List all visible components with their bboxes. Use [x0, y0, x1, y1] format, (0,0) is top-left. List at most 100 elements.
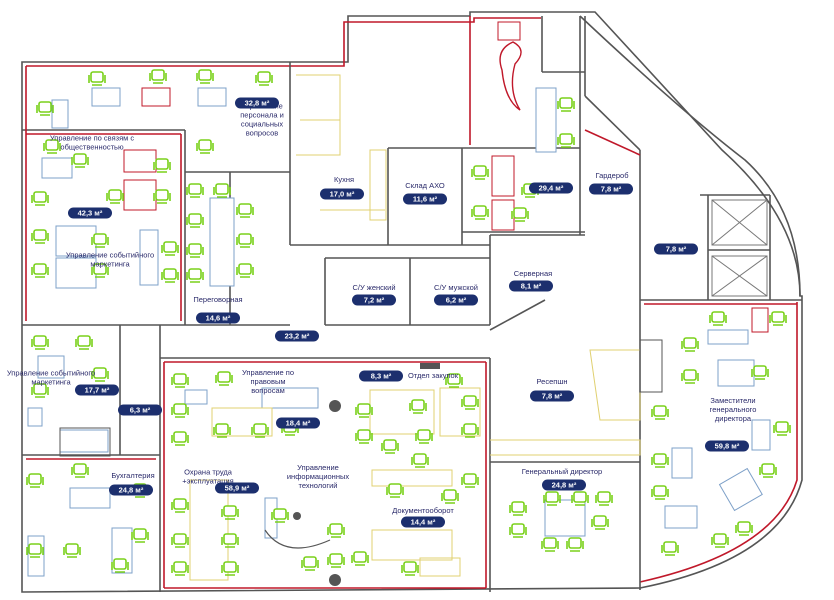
chair-icon [111, 558, 129, 573]
chair-icon [595, 491, 613, 506]
chair-icon [131, 528, 149, 543]
chair-icon [106, 189, 124, 204]
svg-text:11,6 м²: 11,6 м² [413, 195, 438, 204]
chair-icon [541, 537, 559, 552]
svg-text:7,8 м²: 7,8 м² [542, 392, 563, 401]
chair-icon [31, 229, 49, 244]
svg-text:17,7 м²: 17,7 м² [85, 386, 110, 395]
chair-icon [301, 556, 319, 571]
chair-icon [591, 515, 609, 530]
chair-icon [255, 71, 273, 86]
area-badge-r17: 8,3 м² [359, 370, 403, 382]
chair-icon [461, 395, 479, 410]
chair-icon [471, 165, 489, 180]
misc-furniture [59, 21, 663, 586]
chair-icon [213, 423, 231, 438]
chair-icon [221, 505, 239, 520]
chair-icon [196, 69, 214, 84]
chair-icon [196, 139, 214, 154]
chair-icon [709, 311, 727, 326]
chair-icon [461, 423, 479, 438]
chair-icon [681, 337, 699, 352]
chair-icon [186, 268, 204, 283]
chair-icon [401, 561, 419, 576]
area-badge-r07: 29,4 м² [529, 182, 573, 194]
area-badge-r02: 42,3 м² [68, 207, 112, 219]
outer-wall-red-right [639, 302, 798, 583]
chair-icon [63, 543, 81, 558]
area-badge-r11: 6,2 м² [434, 294, 478, 306]
room-name-r23: Документооборот [392, 506, 454, 515]
chair-icon [171, 373, 189, 388]
curved-wall [579, 15, 801, 297]
room-name-r05: Кухня [334, 175, 354, 184]
area-badge-r15: 6,3 м² [118, 404, 162, 416]
svg-text:24,8 м²: 24,8 м² [552, 481, 577, 490]
chair-icon [31, 335, 49, 350]
chair-icon [91, 263, 109, 278]
room-name-r11: С/У мужской [434, 283, 478, 292]
chair-icon [351, 551, 369, 566]
area-badge-r06: 11,6 м² [403, 193, 447, 205]
chair-icon [681, 369, 699, 384]
chair-icon [355, 429, 373, 444]
svg-text:32,8 м²: 32,8 м² [245, 99, 270, 108]
chair-icon [471, 205, 489, 220]
chair-icon [557, 133, 575, 148]
chair-icon [327, 553, 345, 568]
area-badge-r13: 23,2 м² [275, 330, 319, 342]
chair-icon [186, 213, 204, 228]
svg-text:8,3 м²: 8,3 м² [371, 372, 392, 381]
chair-icon [161, 241, 179, 256]
area-badge-r21: 58,9 м² [215, 482, 259, 494]
chair-icon [651, 453, 669, 468]
chair-icon [355, 403, 373, 418]
svg-text:17,0 м²: 17,0 м² [330, 190, 355, 199]
room-name-r21: Охрана труда+эксплуатация [182, 468, 234, 486]
chair-icon [409, 399, 427, 414]
chair-icon [153, 158, 171, 173]
chair-icon [186, 243, 204, 258]
svg-text:7,8 м²: 7,8 м² [601, 185, 622, 194]
chair-icon [215, 371, 233, 386]
svg-text:14,6 м²: 14,6 м² [206, 314, 231, 323]
room-name-r06: Склад АХО [405, 181, 445, 190]
svg-text:6,2 м²: 6,2 м² [446, 296, 467, 305]
room-name-r20: Бухгалтерия [111, 471, 154, 480]
area-badge-r09: 7,8 м² [654, 243, 698, 255]
chair-icon [441, 489, 459, 504]
chair-icon [31, 263, 49, 278]
chair-icon [88, 71, 106, 86]
area-badge-r18: 7,8 м² [530, 390, 574, 402]
chair-icon [411, 453, 429, 468]
chair-icon [91, 367, 109, 382]
chair-icon [661, 541, 679, 556]
room-name-r24: Генеральный директор [522, 467, 602, 476]
chair-icon [327, 523, 345, 538]
area-badge-r12: 8,1 м² [509, 280, 553, 292]
chair-icon [251, 423, 269, 438]
chair-icon [26, 473, 44, 488]
area-badge-r23: 14,4 м² [401, 516, 445, 528]
room-name-r18: Ресепшн [537, 377, 568, 386]
area-badge-r05: 17,0 м² [320, 188, 364, 200]
chair-icon [186, 183, 204, 198]
area-badge-r01: 32,8 м² [235, 97, 279, 109]
chair-icon [91, 233, 109, 248]
area-badge-r19: 59,8 м² [705, 440, 749, 452]
chair-icon [509, 501, 527, 516]
chair-icon [381, 439, 399, 454]
chair-icon [153, 189, 171, 204]
chair-icon [571, 491, 589, 506]
chair-icon [31, 191, 49, 206]
chair-icon [171, 498, 189, 513]
chair-icon [769, 311, 787, 326]
chair-icon [43, 139, 61, 154]
chair-icon [543, 491, 561, 506]
desks [27, 87, 771, 577]
chair-icon [511, 207, 529, 222]
chair-icon [711, 533, 729, 548]
